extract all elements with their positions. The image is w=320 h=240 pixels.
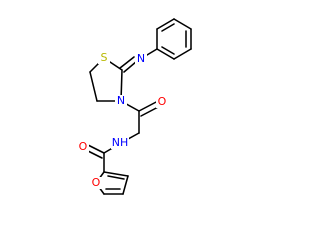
furan-o-label-bg [90,177,102,189]
furan-bond-c4-c3 [122,175,129,195]
carbonyl-o-label-bg [156,96,168,108]
phenyl-double-bond-1 [161,23,175,32]
molecule-structure: S N N O NH O O [77,18,192,195]
imine-n-label: N [137,52,145,65]
amide-nh-label-bg [111,137,129,149]
ring-c5-to-c4-bond [89,71,98,102]
phenyl-bond-2 [173,18,192,30]
phenyl-bond-1 [156,18,175,30]
imine-c-n-double-bond-inner [119,56,135,69]
amide-nh-label: NH [112,136,129,149]
phenyl-bond-5 [156,48,175,60]
imine-n-label-bg [135,53,147,65]
thiazolidine-n-label-bg [115,95,127,107]
phenyl-bond-4 [173,48,192,60]
furan-bond-c3-c2 [103,171,129,177]
furan-double-bond-top [107,175,125,180]
imine-c-n-double-bond-outer [123,60,138,73]
atom-label-layer: S N N O NH O O [77,51,168,189]
phenyl-double-bond-3 [161,46,175,55]
thiazolidine-s-label-bg [98,52,110,64]
thiazolidine-s-label: S [101,51,108,64]
amide-o-label: O [79,140,88,153]
bond-layer [81,18,192,195]
molecule-canvas: S N N O NH O O [77,18,192,195]
amide-o-label-bg [77,141,89,153]
furan-o-label: O [92,176,101,189]
thiazolidine-n-label: N [117,94,125,107]
carbonyl-o-label: O [158,95,167,108]
